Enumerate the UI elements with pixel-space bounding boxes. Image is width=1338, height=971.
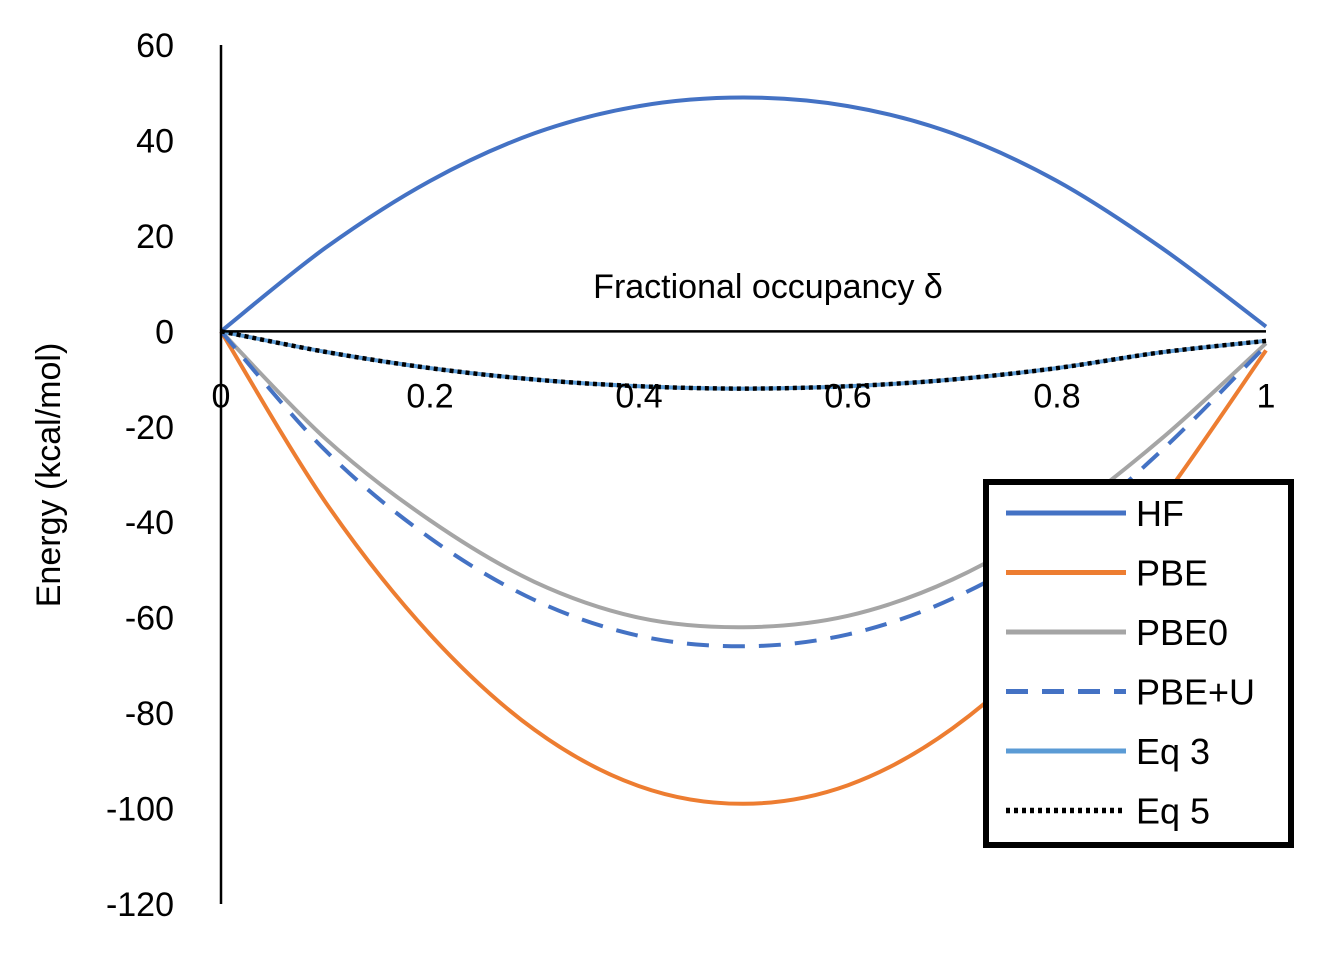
legend-label: Eq 3 [1136, 731, 1210, 772]
y-tick-label: -100 [106, 791, 174, 829]
y-tick-label: -40 [125, 504, 174, 542]
y-tick-label: 20 [136, 218, 174, 256]
legend-box [983, 479, 1294, 848]
y-tick-label: -120 [106, 886, 174, 924]
legend-label: Eq 5 [1136, 791, 1210, 832]
x-tick-labels: 0 0.2 0.4 0.6 0.8 1 [212, 377, 1276, 415]
series-line-eq-3 [220, 329, 1267, 391]
x-tick-label: 0.2 [406, 377, 453, 415]
x-tick-label: 1 [1257, 377, 1276, 415]
y-tick-label: 60 [136, 27, 174, 65]
x-axis-title: Fractional occupancy δ [593, 268, 943, 306]
legend-label: PBE [1136, 553, 1208, 594]
x-tick-label: 0.6 [824, 377, 871, 415]
y-tick-label: -60 [125, 600, 174, 638]
legend-label: HF [1136, 493, 1184, 534]
legend-label: PBE+U [1136, 672, 1255, 713]
x-tick-label: 0 [212, 377, 231, 415]
x-tick-label: 0.8 [1033, 377, 1080, 415]
y-tick-label: -80 [125, 695, 174, 733]
y-tick-label: 40 [136, 122, 174, 160]
y-axis-title: Energy (kcal/mol) [30, 343, 68, 608]
series-line-hf [219, 95, 1268, 333]
legend-label: PBE0 [1136, 612, 1228, 653]
y-tick-label: 0 [155, 313, 174, 351]
axes-layer [219, 45, 1266, 904]
x-tick-label: 0.4 [615, 377, 662, 415]
y-tick-label: -20 [125, 409, 174, 447]
series-line-eq-5 [220, 329, 1267, 391]
y-tick-labels: 60 40 20 0 -20 -40 -60 -80 -100 -120 [106, 27, 174, 924]
